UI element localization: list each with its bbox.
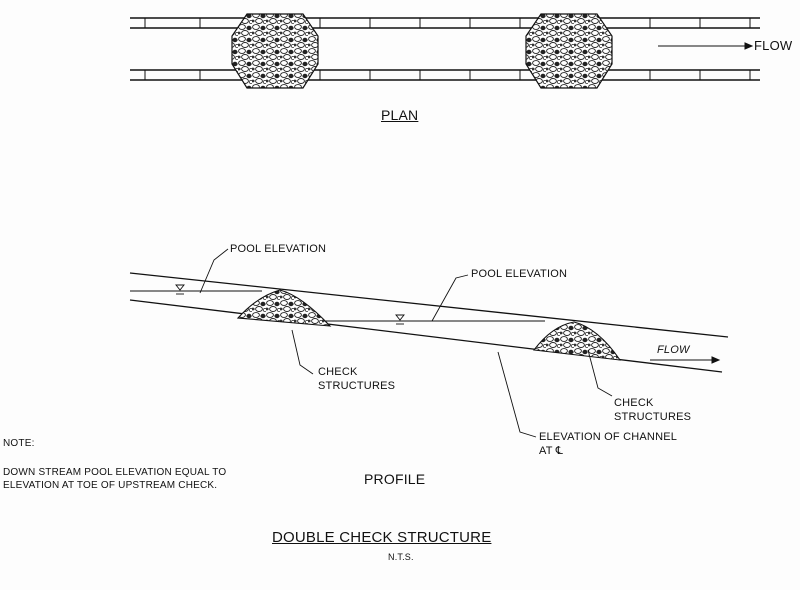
plan-channel <box>130 17 760 81</box>
profile-check-structure-2 <box>532 321 622 361</box>
pool-elevation-right-label: POOL ELEVATION <box>471 268 568 280</box>
plan-title: PLAN <box>381 107 419 123</box>
plan-check-structure-1 <box>231 13 319 89</box>
pool-elevation-left-label: POOL ELEVATION <box>230 243 327 255</box>
water-surface-symbols <box>175 284 405 325</box>
check-structures-right-label: CHECK STRUCTURES <box>614 397 692 423</box>
leader-lines <box>199 248 613 438</box>
scale-note: N.T.S. <box>388 552 414 562</box>
plan-check-structure-2 <box>525 13 613 89</box>
plan-flow-arrow <box>658 42 754 50</box>
profile-flow-arrow <box>650 356 721 364</box>
profile-check-structure-1 <box>236 289 332 327</box>
channel-elevation-label: ELEVATION OF CHANNEL AT ℄ <box>539 431 678 457</box>
profile-title: PROFILE <box>364 471 426 487</box>
plan-flow-label: FLOW <box>754 38 793 53</box>
note-text: DOWN STREAM POOL ELEVATION EQUAL TO ELEV… <box>3 467 227 491</box>
profile-lines <box>129 272 729 373</box>
note-heading: NOTE: <box>3 438 35 449</box>
check-structures-left-label: CHECK STRUCTURES <box>318 366 396 392</box>
profile-flow-label: FLOW <box>657 344 690 356</box>
drawing-title: DOUBLE CHECK STRUCTURE <box>272 529 492 546</box>
